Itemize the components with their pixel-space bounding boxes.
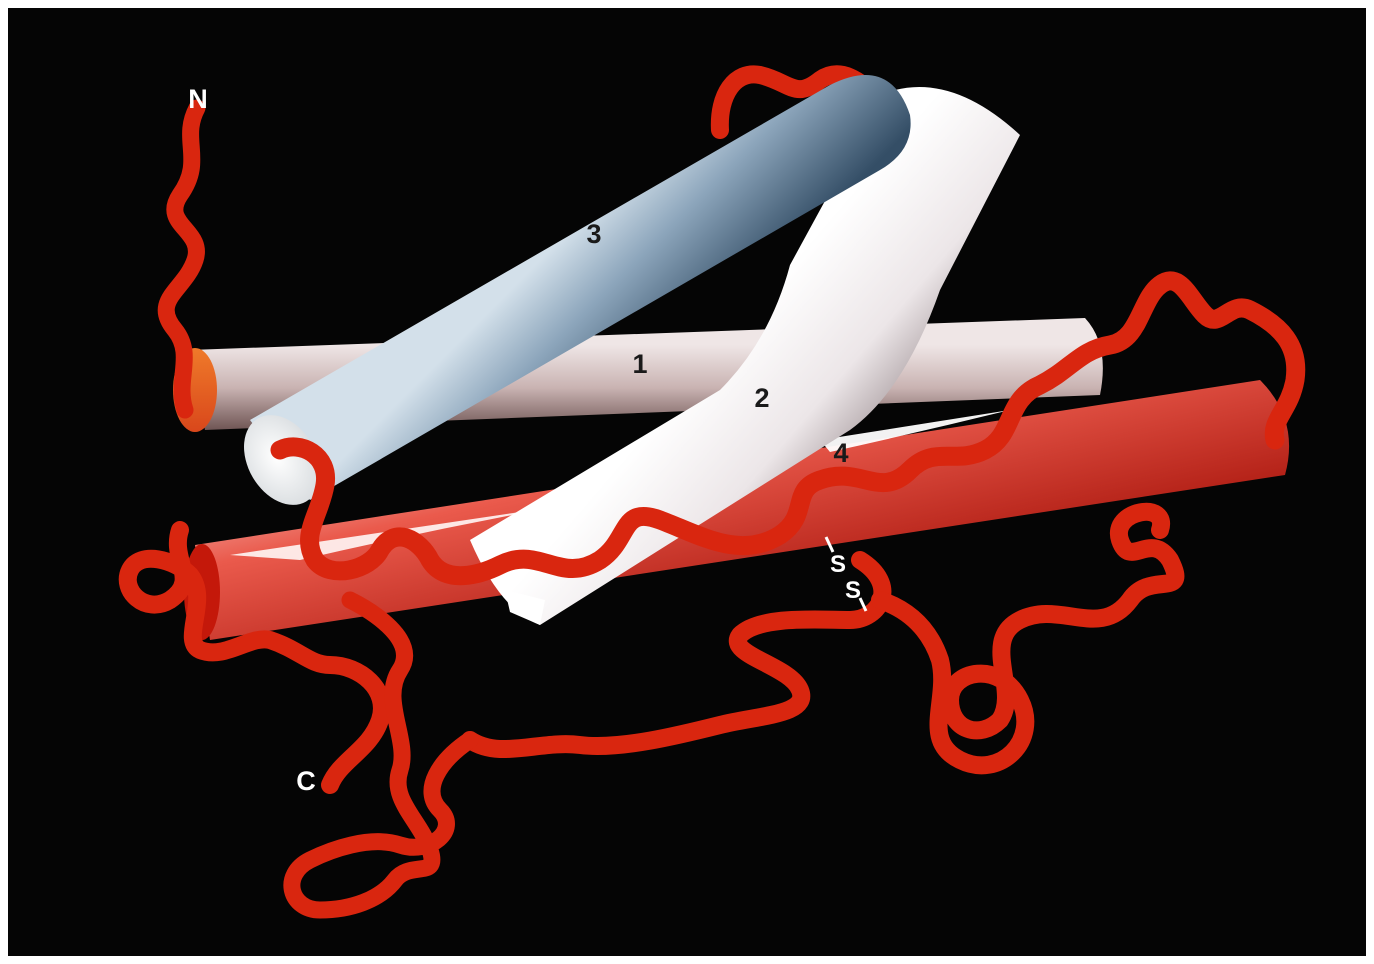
c-terminus-label: C: [296, 766, 316, 796]
disulfide-s2-label: S: [845, 577, 861, 604]
n-terminus-label: N: [188, 84, 208, 114]
helix-2-label: 2: [754, 383, 769, 413]
helix-1-label: 1: [632, 349, 647, 379]
disulfide-s1-label: S: [830, 551, 846, 578]
helix-4-label: 4: [833, 438, 848, 468]
helix-3-label: 3: [586, 219, 601, 249]
